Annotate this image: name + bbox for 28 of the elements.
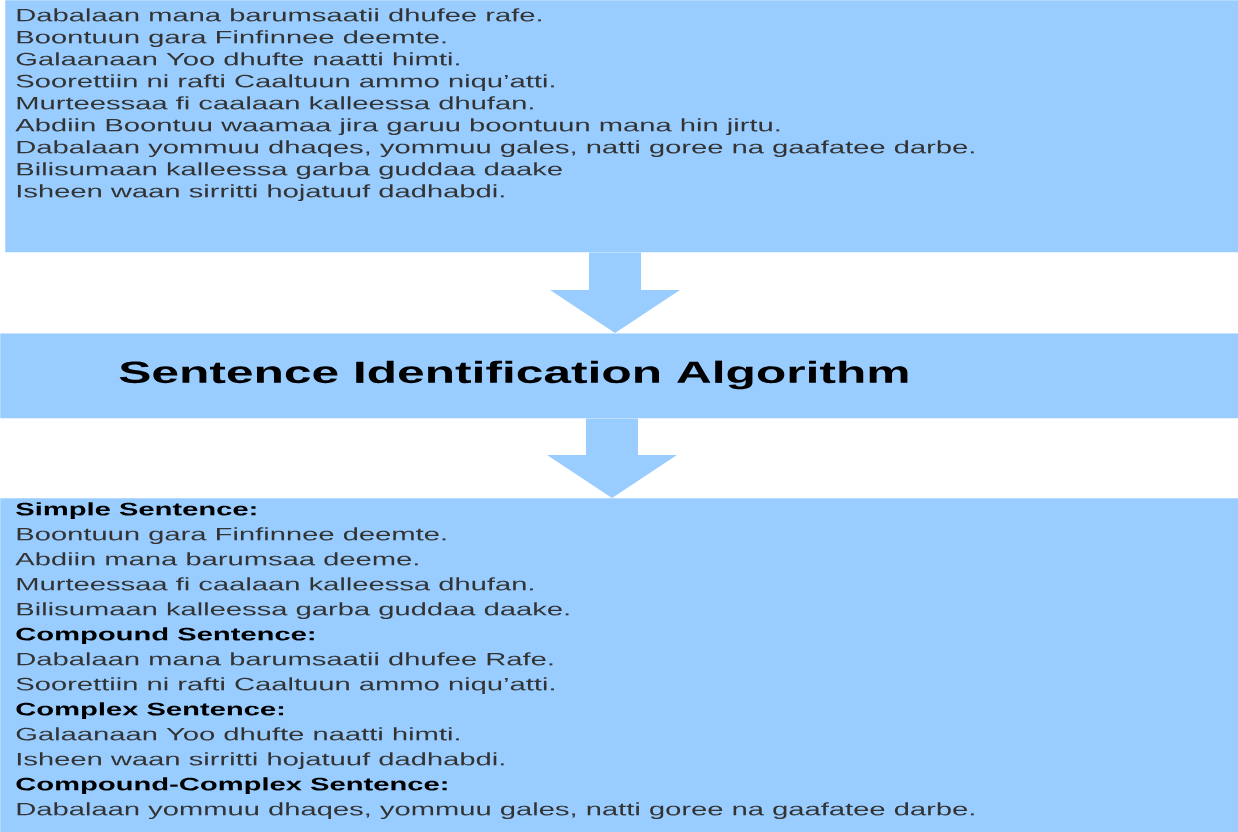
sentence-text: Abdiin mana barumsaa deeme.: [15, 552, 418, 566]
text-box: [5, 0, 1238, 253]
sentence-text: Dabalaan mana barumsaatii dhufee rafe.: [17, 8, 541, 22]
sentence-text: Soorettiin ni rafti Caaltuun ammo niqu’atti.: [16, 74, 554, 92]
sentence-text: Dabalaan yommuu dhaqes, yommuu gales, natti goree na gaafatee darbe.: [17, 802, 974, 820]
sentence-text: Isheen waan sirritti hojatuuf dadhabdi.: [17, 184, 504, 202]
title-text: Sentence Identification Algorithm: [119, 360, 908, 390]
block-arrow: [550, 252, 680, 333]
sentence-text: Boontuun gara Finfinnee deemte.: [17, 30, 446, 48]
sentence-text: Bilisumaan kalleessa garba guddaa daake.: [17, 602, 569, 620]
sentence-text: Isheen waan sirritti hojatuuf dadhabdi.: [17, 752, 504, 770]
sentence-text: Murteessaa fi caalaan kalleessa dhufan.: [17, 577, 533, 591]
text-box: [0, 498, 1238, 832]
sentence-text: Galaanaan Yoo dhufte naatti himti.: [16, 727, 459, 741]
sentence-text: Bilisumaan kalleessa garba guddaa daake: [17, 162, 562, 180]
heading-text: Compound Sentence:: [16, 627, 314, 645]
sentence-text: Dabalaan mana barumsaatii dhufee Rafe.: [17, 652, 553, 666]
sentence-text: Soorettiin ni rafti Caaltuun ammo niqu’atti.: [16, 677, 554, 695]
sentence-text: Galaanaan Yoo dhufte naatti himti.: [16, 52, 459, 66]
text-box: [0, 333, 1238, 419]
sentence-text: Murteessaa fi caalaan kalleessa dhufan.: [17, 96, 533, 110]
heading-text: Compound-Complex Sentence:: [16, 777, 447, 795]
heading-text: Complex Sentence:: [16, 702, 284, 720]
heading-text: Simple Sentence:: [16, 502, 256, 520]
sentence-text: Dabalaan yommuu dhaqes, yommuu gales, natti goree na gaafatee darbe.: [17, 140, 974, 158]
sentence-text: Boontuun gara Finfinnee deemte.: [17, 527, 446, 545]
block-arrow: [547, 418, 677, 498]
sentence-text: Abdiin Boontuu waamaa jira garuu boontuun mana hin jirtu.: [15, 118, 780, 136]
